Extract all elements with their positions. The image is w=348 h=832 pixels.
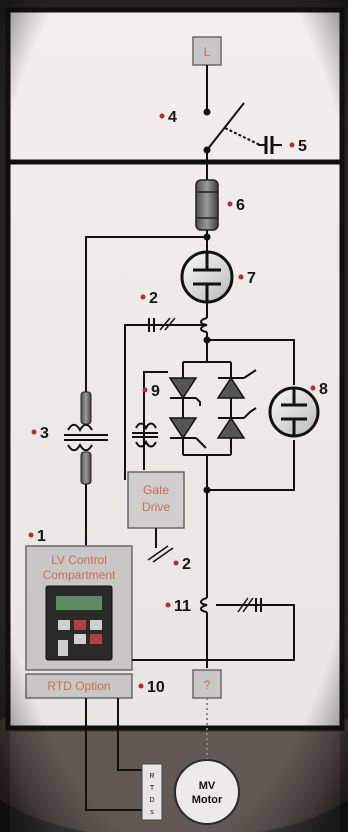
callout-7-text: 7 — [247, 270, 256, 287]
callout-2-lower-dot — [173, 560, 179, 566]
load-terminal-label: ? — [204, 678, 211, 692]
motor-area — [10, 732, 340, 832]
callout-5-dot — [289, 142, 295, 148]
main-fuse — [195, 179, 219, 231]
keypad-display — [56, 596, 102, 610]
callout-8-text: 8 — [319, 381, 328, 398]
callout-4-dot — [159, 113, 165, 119]
callout-10-text: 10 — [147, 679, 165, 696]
mv-motor-label-line1: MV — [199, 780, 216, 792]
keypad-button-1 — [58, 620, 70, 630]
lv-control-label-line2: Compartment — [43, 568, 116, 582]
keypad-button-2 — [74, 620, 86, 630]
gate-drive-label-line2: Drive — [142, 500, 170, 514]
gate-drive-label-line1: Gate — [143, 483, 169, 497]
mv-motor-label-line2: Motor — [192, 794, 223, 806]
lv-control-label-line1: LV Control — [51, 553, 107, 567]
keypad-button-4 — [74, 634, 86, 644]
callout-9-dot — [142, 387, 148, 393]
control-fuse-lower — [80, 451, 92, 485]
callout-2-upper-text: 2 — [149, 290, 158, 307]
callout-3-dot — [31, 429, 37, 435]
callout-5-text: 5 — [298, 138, 307, 155]
callout-2-upper-dot — [140, 294, 146, 300]
keypad-button-6 — [58, 640, 68, 656]
rtd-letter-s: s — [150, 809, 154, 816]
callout-6-text: 6 — [236, 197, 245, 214]
keypad-button-3 — [90, 620, 102, 630]
control-fuse-upper — [80, 391, 92, 425]
rtd-letter-t: T — [150, 785, 155, 792]
callout-1-dot — [28, 532, 34, 538]
callout-10-dot — [138, 683, 144, 689]
callout-2-lower-text: 2 — [182, 556, 191, 573]
callout-11-text: 11 — [174, 598, 191, 615]
mv-motor — [174, 759, 240, 825]
rtd-letter-r: R — [149, 773, 154, 780]
keypad-button-5 — [90, 634, 102, 644]
callout-4-text: 4 — [168, 109, 177, 126]
callout-3-text: 3 — [40, 425, 49, 442]
rtd-letter-d: D — [149, 797, 154, 804]
callout-9-text: 9 — [151, 383, 160, 400]
callout-11-dot — [165, 602, 171, 608]
callout-6-dot — [227, 201, 233, 207]
callout-7-dot — [238, 274, 244, 280]
callout-8-dot — [310, 385, 316, 391]
rtd-option-label: RTD Option — [47, 679, 110, 693]
switch-top-node — [203, 108, 211, 116]
line-terminal-label: L — [204, 45, 211, 59]
callout-1-text: 1 — [37, 528, 46, 545]
